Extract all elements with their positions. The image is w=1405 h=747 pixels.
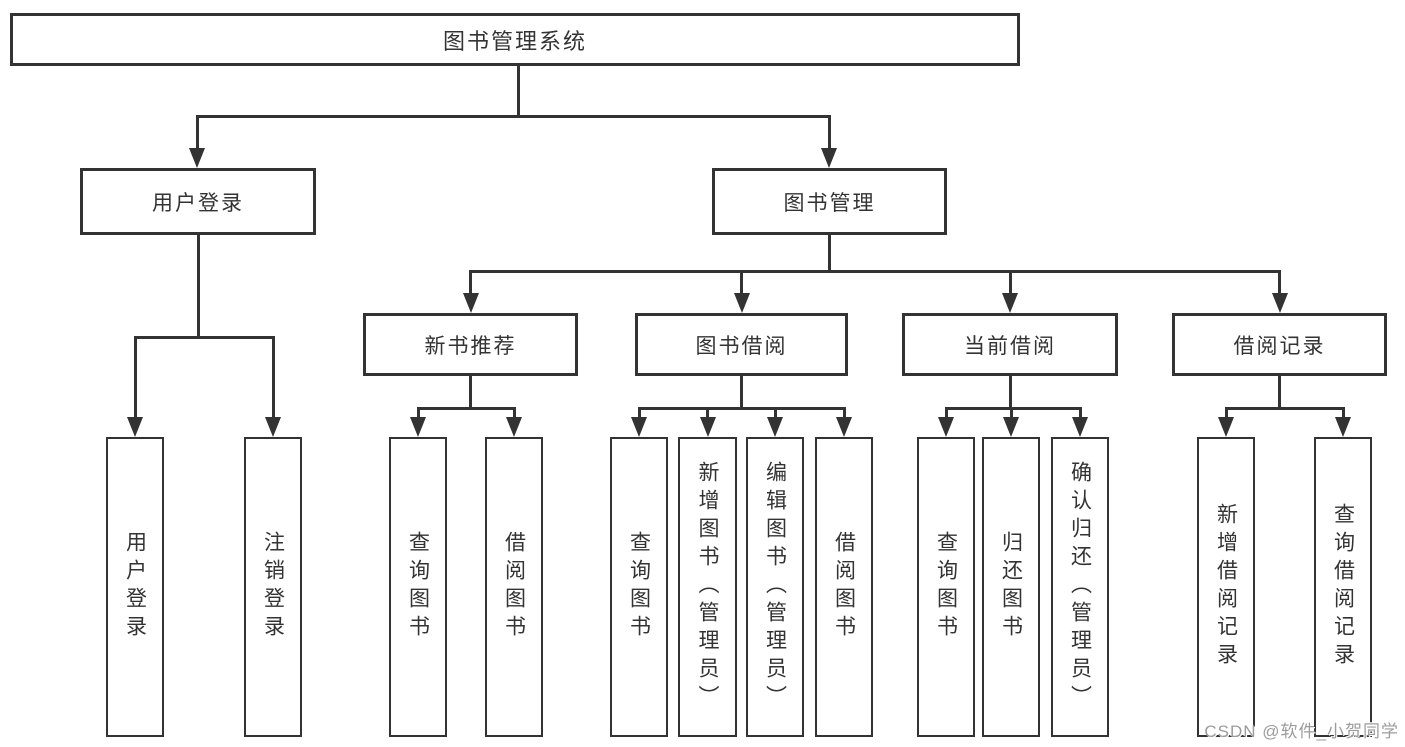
node-current-borrowing: 当前借阅 [902, 313, 1118, 376]
arrowhead-down-icon [1002, 293, 1018, 313]
node-label: 图书管理 [783, 191, 876, 215]
connector-line [828, 233, 831, 270]
arrowhead-down-icon [506, 417, 522, 437]
node-label: 新书推荐 [424, 334, 517, 358]
arrowhead-down-icon [1218, 417, 1234, 437]
node-label: 注销登录 [261, 531, 285, 643]
connector-line [416, 407, 420, 419]
connector-line [1008, 270, 1012, 295]
connector-line [196, 233, 200, 336]
node-label: 图书管理系统 [442, 28, 587, 54]
node-root: 图书管理系统 [10, 13, 1020, 66]
arrowhead-down-icon [733, 293, 750, 313]
node-label: 借阅记录 [1233, 334, 1326, 358]
node-borrowing-records: 借阅记录 [1172, 313, 1387, 376]
node-label: 借阅图书 [832, 531, 856, 643]
connector-line [416, 407, 516, 410]
node-label: 借阅图书 [502, 531, 526, 643]
leaf-confirm-return-admin: 确认归还（管理员） [1051, 437, 1109, 737]
arrowhead-down-icon [821, 148, 837, 168]
connector-line [827, 115, 831, 150]
connector-line [740, 374, 743, 407]
connector-line [469, 270, 472, 295]
node-label: 确认归还（管理员） [1068, 461, 1092, 713]
arrowhead-down-icon [410, 417, 426, 437]
leaf-add-book-admin: 新增图书（管理员） [678, 437, 737, 737]
connector-line [1341, 407, 1345, 419]
connector-line [517, 64, 520, 115]
arrowhead-down-icon [189, 148, 205, 168]
node-label: 编辑图书（管理员） [763, 461, 787, 713]
leaf-logout: 注销登录 [244, 437, 302, 737]
arrowhead-down-icon [699, 417, 716, 437]
watermark: CSDN @软件_小贺同学 [1204, 722, 1399, 741]
node-book-management: 图书管理 [712, 168, 947, 235]
arrowhead-down-icon [127, 417, 143, 437]
connector-line [469, 270, 1281, 273]
connector-line [1009, 407, 1013, 419]
node-label: 用户登录 [152, 191, 244, 215]
connector-line [1078, 407, 1082, 419]
connector-line [512, 407, 516, 419]
arrowhead-down-icon [767, 417, 783, 437]
arrowhead-down-icon [1271, 293, 1288, 313]
leaf-edit-book-admin: 编辑图书（管理员） [746, 437, 804, 737]
connector-line [133, 336, 137, 419]
connector-line [1224, 407, 1228, 419]
arrowhead-down-icon [938, 417, 954, 437]
connector-line [637, 407, 641, 419]
connector-line [1278, 374, 1281, 407]
node-label: 归还图书 [999, 531, 1023, 643]
connector-line [1008, 374, 1012, 407]
node-label: 查询图书 [406, 531, 430, 643]
arrowhead-down-icon [631, 417, 647, 437]
leaf-query-books: 查询图书 [917, 437, 975, 737]
node-new-book-recommendation: 新书推荐 [363, 313, 578, 376]
connector-line [637, 407, 846, 410]
node-user-login: 用户登录 [80, 168, 316, 235]
node-label: 查询图书 [627, 531, 651, 643]
leaf-query-books: 查询图书 [610, 437, 668, 737]
connector-line [706, 407, 709, 419]
node-label: 新增图书（管理员） [696, 461, 719, 713]
arrowhead-down-icon [1072, 417, 1088, 437]
connector-line [773, 407, 777, 419]
arrowhead-down-icon [462, 293, 479, 313]
leaf-user-login: 用户登录 [106, 437, 164, 737]
arrowhead-down-icon [265, 417, 281, 437]
connector-line [469, 374, 472, 407]
leaf-add-borrow-record: 新增借阅记录 [1197, 437, 1255, 737]
node-label: 查询借阅记录 [1331, 503, 1355, 671]
node-label: 新增借阅记录 [1214, 503, 1238, 671]
connector-line [944, 407, 948, 419]
connector-line [271, 336, 275, 419]
connector-line [842, 407, 846, 419]
node-label: 查询图书 [934, 531, 958, 643]
node-label: 图书借阅 [695, 334, 788, 358]
leaf-query-books: 查询图书 [389, 437, 447, 737]
connector-line [195, 115, 831, 118]
node-label: 用户登录 [123, 531, 147, 643]
leaf-borrow-books: 借阅图书 [485, 437, 543, 737]
connector-line [944, 407, 1082, 410]
leaf-return-book: 归还图书 [982, 437, 1040, 737]
arrowhead-down-icon [1335, 417, 1351, 437]
connector-line [1278, 270, 1281, 295]
connector-line [195, 115, 199, 150]
node-book-borrowing: 图书借阅 [635, 313, 848, 376]
node-label: 当前借阅 [964, 334, 1056, 358]
leaf-borrow-books: 借阅图书 [815, 437, 873, 737]
connector-line [740, 270, 743, 295]
connector-line [1224, 407, 1345, 410]
arrowhead-down-icon [836, 417, 852, 437]
leaf-query-borrow-record: 查询借阅记录 [1314, 437, 1372, 737]
arrowhead-down-icon [1003, 417, 1019, 437]
connector-line [133, 336, 274, 339]
